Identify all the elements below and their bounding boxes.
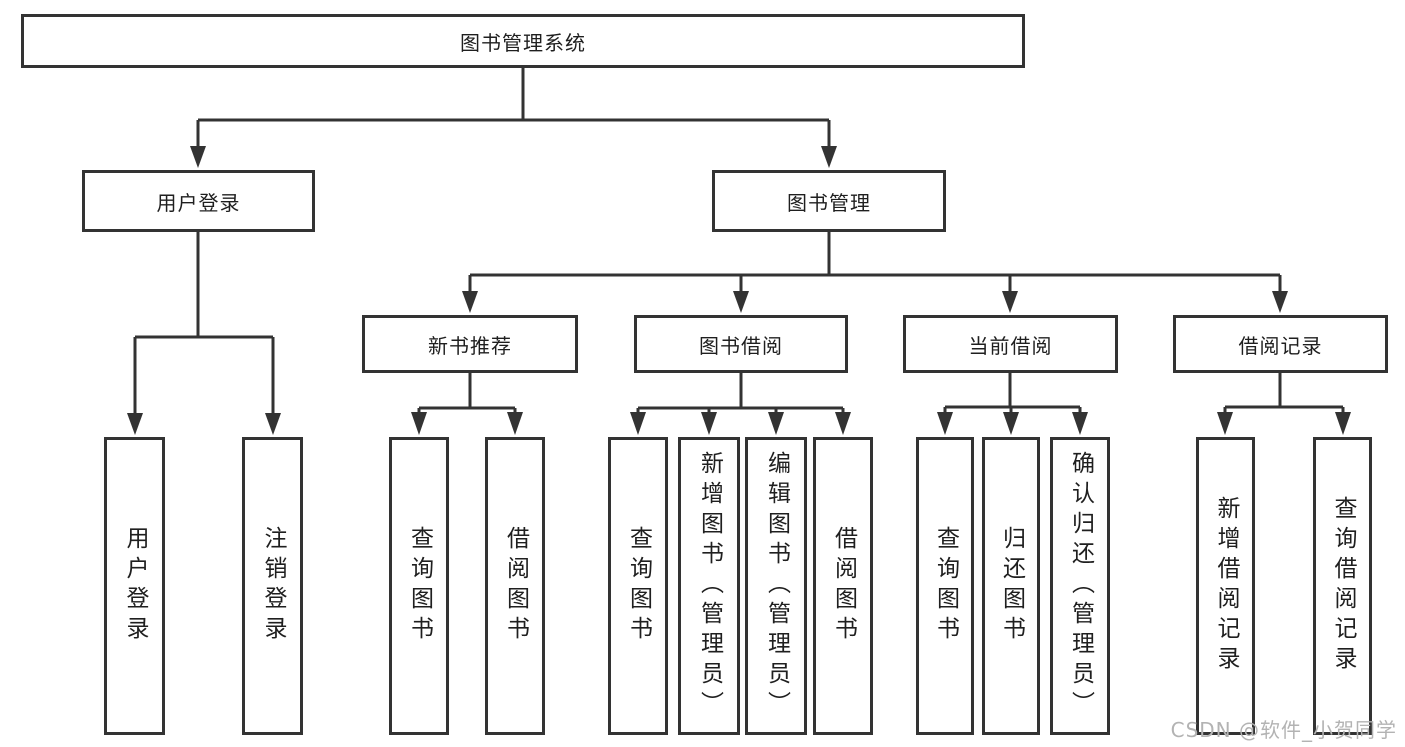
node-user-login-label: 用户登录 xyxy=(156,190,241,215)
node-new-book-recommend-label: 新书推荐 xyxy=(428,333,512,358)
leaf-borrow-query-books-label: 查询图书 xyxy=(625,526,652,646)
leaf-borrow-borrow-books: 借阅图书 xyxy=(813,437,873,735)
leaf-borrow-borrow-books-label: 借阅图书 xyxy=(830,526,857,646)
node-current-borrow-label: 当前借阅 xyxy=(968,333,1053,358)
leaf-user-login-label: 用户登录 xyxy=(122,526,148,646)
node-book-management-label: 图书管理 xyxy=(787,190,871,215)
leaf-recommend-borrow-books: 借阅图书 xyxy=(485,437,545,735)
node-user-login: 用户登录 xyxy=(82,170,315,232)
arrowheads xyxy=(127,146,1351,435)
leaf-current-return-books-label: 归还图书 xyxy=(998,526,1025,646)
leaf-borrow-add-books-admin-label: 新增图书（管理员） xyxy=(696,451,723,721)
leaf-recommend-borrow-books-label: 借阅图书 xyxy=(502,526,529,646)
node-borrow-records-label: 借阅记录 xyxy=(1238,333,1323,358)
leaf-current-confirm-return-admin-label: 确认归还（管理员） xyxy=(1067,451,1094,721)
leaf-records-add-record-label: 新增借阅记录 xyxy=(1213,496,1239,676)
leaf-current-confirm-return-admin: 确认归还（管理员） xyxy=(1050,437,1110,735)
node-root: 图书管理系统 xyxy=(21,14,1025,68)
leaf-logout-login: 注销登录 xyxy=(242,437,303,735)
node-new-book-recommend: 新书推荐 xyxy=(362,315,578,373)
node-current-borrow: 当前借阅 xyxy=(903,315,1118,373)
leaf-borrow-edit-books-admin: 编辑图书（管理员） xyxy=(745,437,807,735)
node-root-label: 图书管理系统 xyxy=(460,30,586,55)
leaf-logout-login-label: 注销登录 xyxy=(260,526,286,646)
leaf-borrow-add-books-admin: 新增图书（管理员） xyxy=(678,437,740,735)
leaf-records-add-record: 新增借阅记录 xyxy=(1196,437,1255,735)
node-book-borrow: 图书借阅 xyxy=(634,315,848,373)
leaf-records-query-record: 查询借阅记录 xyxy=(1313,437,1372,735)
node-borrow-records: 借阅记录 xyxy=(1173,315,1388,373)
leaf-current-query-books-label: 查询图书 xyxy=(932,526,959,646)
leaf-borrow-edit-books-admin-label: 编辑图书（管理员） xyxy=(763,451,790,721)
leaf-current-return-books: 归还图书 xyxy=(982,437,1040,735)
node-book-management: 图书管理 xyxy=(712,170,946,232)
leaf-current-query-books: 查询图书 xyxy=(916,437,974,735)
node-book-borrow-label: 图书借阅 xyxy=(699,333,783,358)
leaf-user-login: 用户登录 xyxy=(104,437,165,735)
leaf-recommend-query-books: 查询图书 xyxy=(389,437,449,735)
leaf-recommend-query-books-label: 查询图书 xyxy=(406,526,433,646)
leaf-records-query-record-label: 查询借阅记录 xyxy=(1330,496,1356,676)
leaf-borrow-query-books: 查询图书 xyxy=(608,437,668,735)
